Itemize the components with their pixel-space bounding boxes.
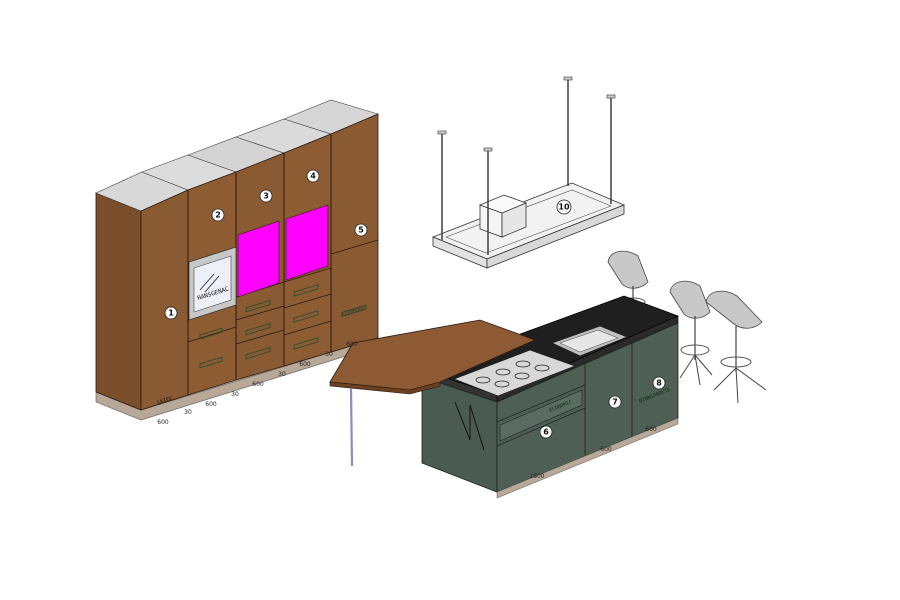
extractor-box-top [478,194,528,214]
item-marker-8: 8 [652,376,666,390]
item-number: 5 [358,226,364,235]
cabinet-front-5 [330,113,379,353]
item-number: 4 [310,172,316,181]
item-marker-6: 6 [539,425,553,439]
item-marker-3: 3 [259,189,273,203]
dimension-label: 600 [600,446,612,453]
item-number: 10 [558,203,570,212]
dimension-label: 600 [645,426,657,433]
bar-table [329,319,537,467]
dimension-label: 30 [325,351,333,358]
ceiling-hanging-frame [431,76,626,269]
dimension-label: 1800 [529,473,544,480]
kitchen-island: DINNSPROUTE ECONOMIC [420,295,680,499]
item-marker-4: 4 [306,169,320,183]
dimension-label: 600 [205,401,217,408]
island-plinth [496,417,679,499]
dimension-label: 30 [184,409,192,416]
item-marker-5: 5 [354,223,368,237]
appliance-panel-magenta-2 [285,204,329,281]
item-number: 7 [612,398,618,407]
item-number: 6 [543,428,549,437]
item-number: 3 [263,192,269,201]
item-number-markers: 1 2 3 4 5 6 7 8 10 [164,169,666,439]
oven-drawer [499,389,583,442]
dimension-label: 600 [346,341,358,348]
dimension-label: 600 [252,381,264,388]
dimension-label: 600 [157,419,169,426]
item-marker-1: 1 [164,306,178,320]
dimension-labels: 600 30 600 30 600 30 600 30 600 1800 600… [157,341,657,480]
dimension-label: 30 [278,371,286,378]
tall-cabinet-bank: HANSGENAC KIRBMOOD LKIEV [95,99,379,421]
appliance-panel-magenta-1 [237,220,280,298]
frame-side [486,204,625,269]
item-marker-10: 10 [556,199,572,215]
item-marker-2: 2 [211,208,225,222]
item-number: 8 [656,379,662,388]
cabinet-left-side [95,192,142,411]
gas-hob [452,349,577,397]
dimension-label: 30 [231,391,239,398]
item-number: 1 [168,309,174,318]
plinth-mark: LKIEV [157,396,173,406]
item-number: 2 [215,211,221,220]
cabinet-front-1 [140,189,189,411]
bar-stools [607,250,767,404]
dimension-label: 600 [299,361,311,368]
frame-inner [445,189,612,254]
hob-burners [475,360,550,388]
bar-stool [705,290,767,404]
bar-table-leg [349,387,354,467]
bar-stool [669,280,713,386]
item-marker-7: 7 [608,395,622,409]
drawer-handles [199,284,367,369]
